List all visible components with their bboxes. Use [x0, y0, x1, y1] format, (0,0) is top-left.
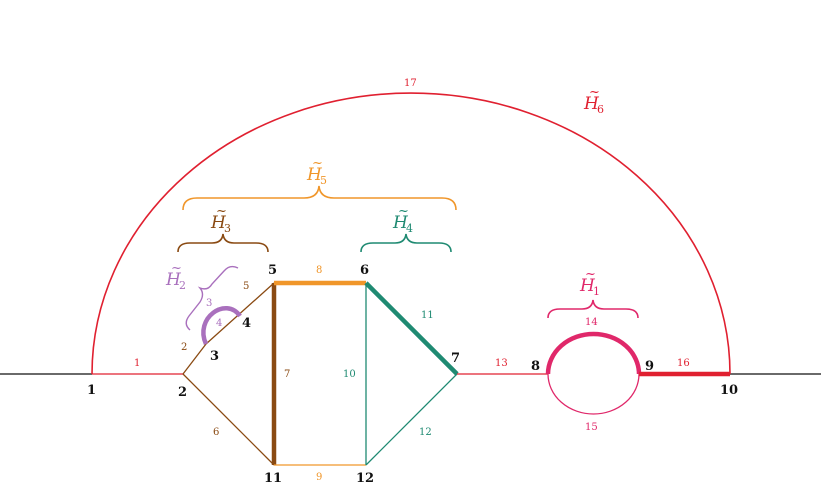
- edge-17: [91, 92, 731, 375]
- edge-label-13: 13: [495, 358, 508, 369]
- edge-label-4: 4: [216, 318, 222, 329]
- brace-h4: [360, 233, 452, 253]
- group-h4-tilde: ~: [398, 204, 409, 219]
- group-label-h2: ~ H 2: [165, 261, 186, 292]
- edge-6: [182, 373, 275, 466]
- group-label-h4: ~ H 4: [392, 204, 413, 235]
- group-label-h6: ~ H 6: [583, 85, 604, 116]
- group-h6-letter: H: [583, 94, 600, 114]
- edge-label-17: 17: [404, 78, 417, 89]
- edge-label-11: 11: [421, 310, 434, 321]
- node-label-8: 8: [531, 359, 540, 374]
- group-h5-tilde: ~: [312, 156, 323, 171]
- edge-label-1: 1: [134, 358, 140, 369]
- edge-label-5: 5: [243, 281, 249, 292]
- edge-label-2: 2: [181, 342, 187, 353]
- group-h6-tilde: ~: [589, 85, 600, 100]
- group-h2-letter: H: [165, 270, 182, 290]
- group-h2-tilde: ~: [171, 261, 182, 276]
- edge-label-15: 15: [585, 422, 598, 433]
- edge-label-6: 6: [213, 427, 219, 438]
- group-h3-letter: H: [210, 213, 227, 233]
- group-h3-tilde: ~: [216, 204, 227, 219]
- node-label-3: 3: [210, 349, 219, 364]
- edge-label-10: 10: [343, 369, 356, 380]
- group-label-h3: ~ H 3: [210, 204, 231, 235]
- group-h4-letter: H: [392, 213, 409, 233]
- node-label-11: 11: [264, 471, 282, 486]
- edge-label-7: 7: [284, 369, 290, 380]
- node-label-4: 4: [242, 316, 251, 331]
- group-h5-letter: H: [306, 165, 323, 185]
- node-label-5: 5: [268, 263, 277, 278]
- brace-h5: [182, 185, 457, 211]
- node-label-6: 6: [360, 263, 369, 278]
- edge-15: [547, 373, 640, 415]
- edge-4: [201, 306, 242, 345]
- group-h1-letter: H: [579, 276, 596, 296]
- group-label-h1: ~ H 1: [579, 267, 600, 298]
- group-h4-sub: 4: [406, 222, 413, 235]
- node-label-2: 2: [178, 385, 187, 400]
- group-h1-tilde: ~: [585, 267, 596, 282]
- edge-label-12: 12: [419, 427, 432, 438]
- group-label-h5: ~ H 5: [306, 156, 327, 187]
- edge-14: [545, 331, 642, 375]
- brace-h2: [185, 265, 239, 331]
- edge-2: [182, 343, 207, 375]
- node-label-9: 9: [645, 359, 654, 374]
- edge-label-9: 9: [316, 472, 322, 483]
- edge-label-16: 16: [677, 358, 690, 369]
- node-label-10: 10: [720, 383, 738, 398]
- brace-h3: [177, 233, 269, 253]
- group-h3-sub: 3: [224, 222, 231, 235]
- brace-h1: [547, 299, 639, 319]
- edge-label-3: 3: [206, 298, 212, 309]
- edge-label-14: 14: [585, 317, 598, 328]
- node-label-12: 12: [356, 471, 374, 486]
- group-h1-sub: 1: [593, 285, 600, 298]
- group-h6-sub: 6: [597, 103, 604, 116]
- node-label-7: 7: [451, 351, 460, 366]
- node-label-1: 1: [87, 383, 96, 398]
- edge-12: [365, 373, 458, 466]
- edge-label-8: 8: [316, 265, 322, 276]
- group-h2-sub: 2: [179, 279, 186, 292]
- group-h5-sub: 5: [320, 174, 327, 187]
- edge-11: [364, 281, 459, 376]
